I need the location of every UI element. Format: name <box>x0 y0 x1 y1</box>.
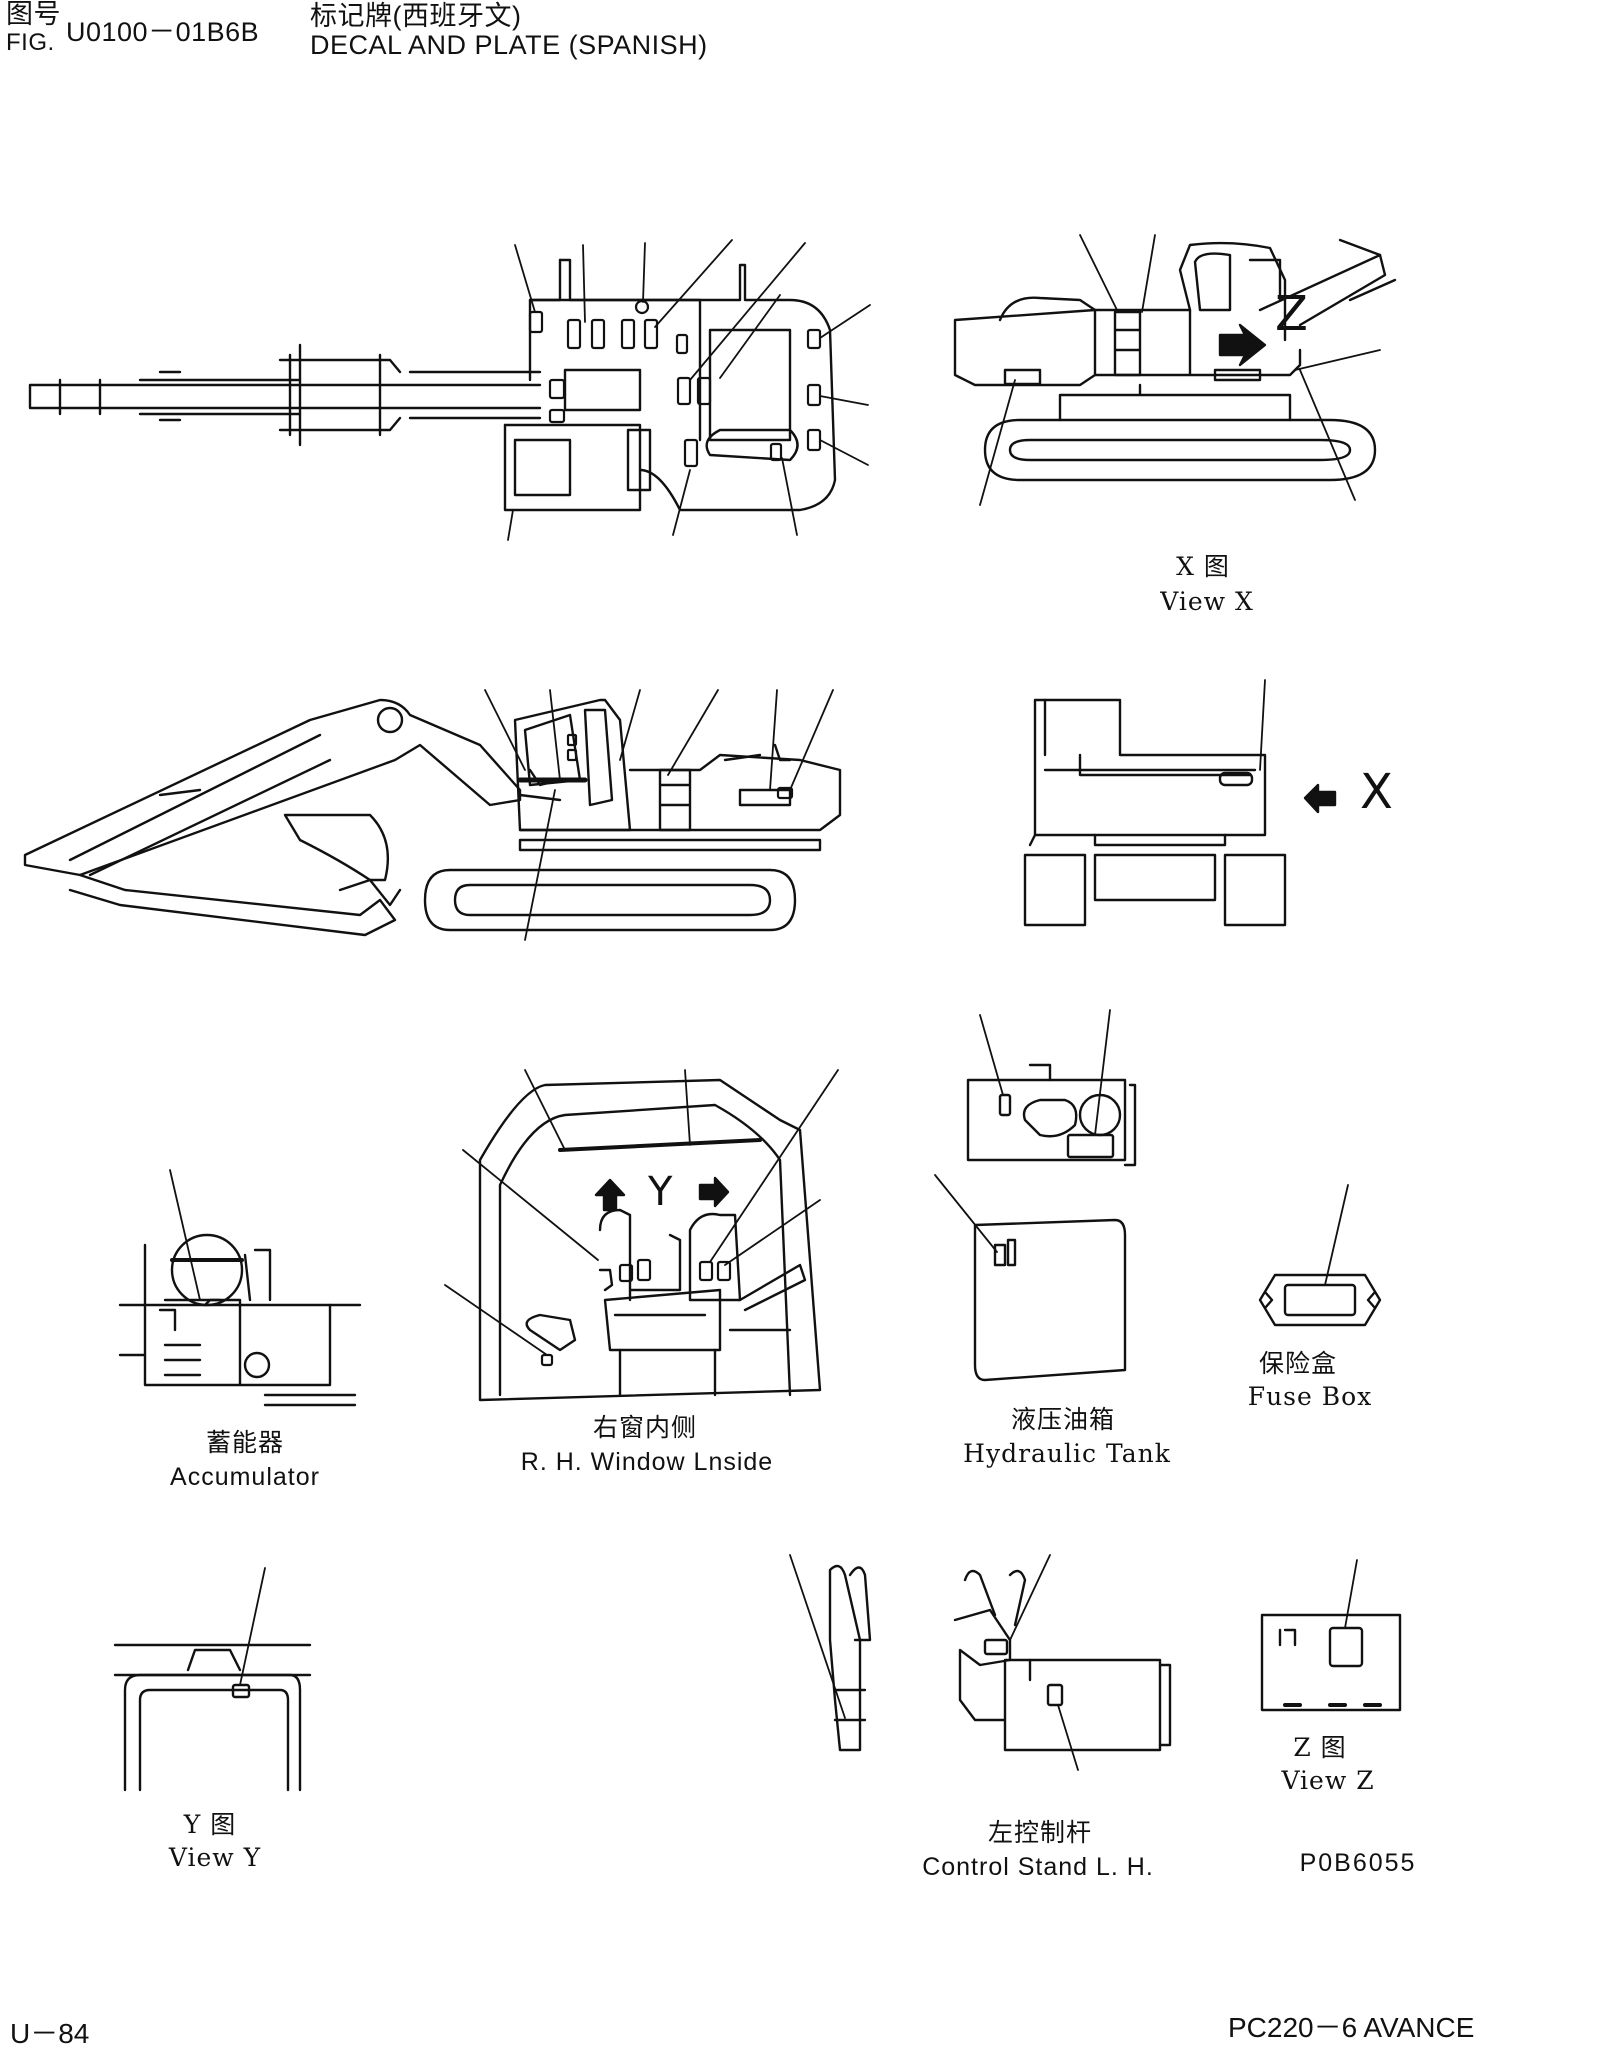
accumulator-caption-en: Accumulator <box>170 1463 320 1491</box>
page-number: U－84 <box>10 2018 90 2049</box>
drawing-number: P0B6055 <box>1299 1849 1417 1877</box>
accumulator-drawing <box>120 1170 360 1405</box>
machine-view-x <box>955 235 1395 505</box>
view-y-caption-cn: Y 图 <box>183 1810 237 1839</box>
accumulator-caption-cn: 蓄能器 <box>205 1428 285 1457</box>
control-stand-caption-en: Control Stand L. H. <box>922 1853 1154 1881</box>
view-z-drawing <box>1262 1560 1400 1710</box>
tank-caption-en: Hydraulic Tank <box>963 1439 1171 1468</box>
control-stand-caption-cn: 左控制杆 <box>987 1818 1093 1847</box>
fig-label-en: FIG. <box>6 29 55 56</box>
view-x-caption-cn: X 图 <box>1176 552 1230 581</box>
view-x-caption-en: View X <box>1160 587 1254 616</box>
machine-side-view <box>25 690 840 940</box>
window-caption-cn: 右窗内侧 <box>592 1413 698 1442</box>
window-caption-en: R. H. Window Lnside <box>520 1448 774 1476</box>
machine-top-view <box>30 240 870 540</box>
fuse-box-drawing <box>1260 1185 1380 1325</box>
view-y-marker: Y <box>648 1169 673 1215</box>
view-y-drawing <box>115 1568 310 1790</box>
machine-rear-view <box>1025 680 1335 925</box>
model-name: PC220－6 AVANCE <box>1228 2012 1475 2043</box>
view-x-marker: X <box>1360 764 1393 820</box>
tank-caption-cn: 液压油箱 <box>1010 1405 1116 1434</box>
title-cn: 标记牌(西班牙文) <box>310 1 522 31</box>
control-stand-drawing <box>790 1555 1170 1770</box>
view-y-caption-en: View Y <box>168 1843 262 1872</box>
fuse-box-caption-en: Fuse Box <box>1247 1382 1373 1411</box>
fig-label-cn: 图号 <box>6 0 61 29</box>
view-z-caption-cn: Z 图 <box>1293 1733 1347 1762</box>
view-z-marker: Z <box>1275 286 1308 342</box>
window-inside-drawing <box>445 1070 838 1400</box>
fig-number: U0100－01B6B <box>66 17 260 47</box>
fuse-box-caption-cn: 保险盒 <box>1258 1349 1338 1378</box>
hydraulic-tank-drawing <box>935 1010 1135 1380</box>
view-z-caption-en: View Z <box>1281 1766 1375 1795</box>
title-en: DECAL AND PLATE (SPANISH) <box>310 30 708 60</box>
